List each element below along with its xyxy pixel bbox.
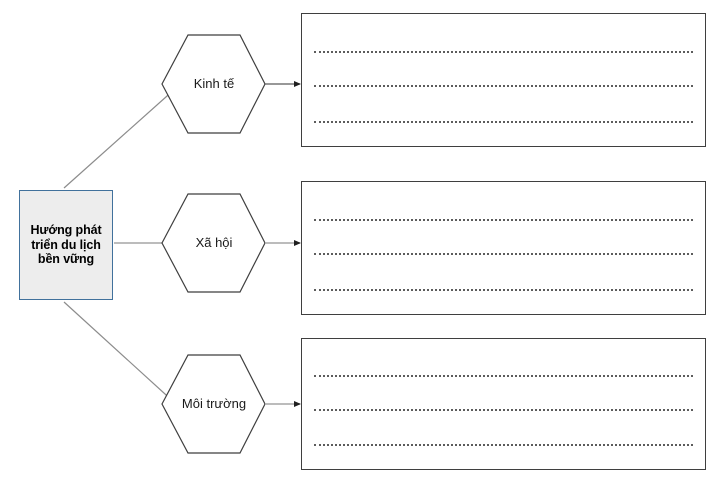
- answer-write-line[interactable]: [314, 218, 693, 221]
- answer-lines-group: [302, 14, 705, 146]
- connector-root-to-moi-truong: [63, 301, 177, 405]
- answer-write-line[interactable]: [314, 375, 693, 378]
- root-node-label: Hướng phát triển du lịch bền vững: [30, 222, 102, 267]
- answer-write-line[interactable]: [314, 409, 693, 412]
- answer-lines-group: [302, 182, 705, 314]
- answer-write-line[interactable]: [314, 50, 693, 53]
- hexagon-label-text: Xã hội: [195, 234, 233, 250]
- connector-root-to-kinh-te: [63, 87, 177, 189]
- root-node-box[interactable]: Hướng phát triển du lịch bền vững: [19, 190, 113, 300]
- hexagon-label-text: Môi trường: [181, 395, 247, 411]
- answer-box-kinh-te[interactable]: [301, 13, 706, 147]
- hexagon-label-moi-truong: Môi trường: [162, 355, 266, 453]
- hexagon-label-kinh-te: Kinh tế: [162, 35, 266, 133]
- answer-box-moi-truong[interactable]: [301, 338, 706, 470]
- answer-box-xa-hoi[interactable]: [301, 181, 706, 315]
- hexagon-label-text: Kinh tế: [193, 75, 235, 91]
- answer-write-line[interactable]: [314, 444, 693, 447]
- answer-write-line[interactable]: [314, 85, 693, 88]
- answer-write-line[interactable]: [314, 253, 693, 256]
- answer-write-line[interactable]: [314, 120, 693, 123]
- answer-lines-group: [302, 339, 705, 469]
- hexagon-label-xa-hoi: Xã hội: [162, 194, 266, 292]
- answer-write-line[interactable]: [314, 288, 693, 291]
